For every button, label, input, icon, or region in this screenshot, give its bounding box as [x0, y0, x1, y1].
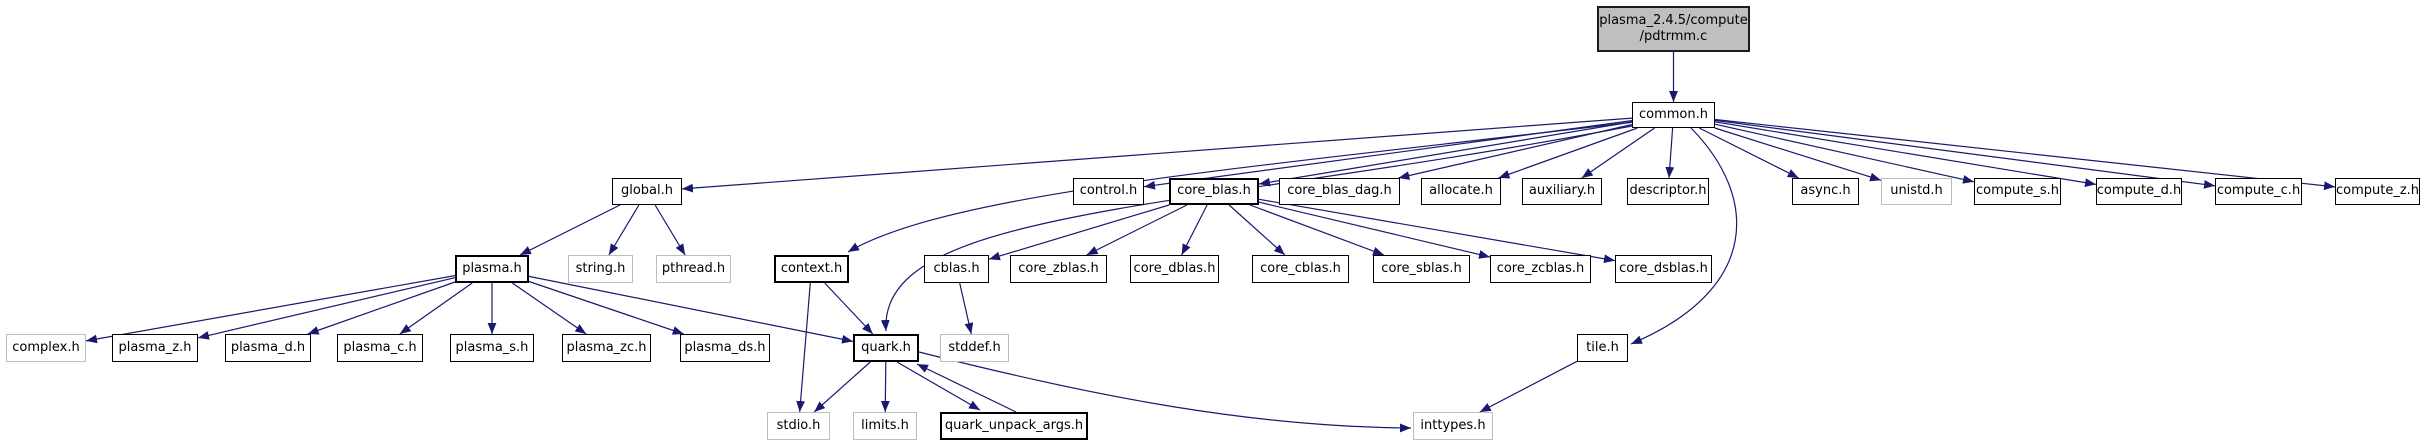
edge-quark-h-to-inttypes-h: [918, 351, 1412, 433]
edge-common-h-to-global-h: [681, 117, 1633, 193]
edge-common-h-to-unistd-h: [1714, 127, 1882, 182]
node-core-zcblas-h[interactable]: core_zcblas.h: [1490, 255, 1591, 283]
edge-context-h-to-stdio-h: [796, 282, 811, 413]
edge-plasma-h-to-complex-h: [85, 275, 456, 344]
node-core-cblas-h[interactable]: core_cblas.h: [1252, 255, 1349, 283]
node-allocate-h[interactable]: allocate.h: [1421, 178, 1501, 205]
edge-common-h-to-tile-h: [1630, 127, 1738, 345]
edge-quark-unpack-args-h-to-quark-h: [916, 363, 1017, 413]
edge-common-h-to-auxiliary-h: [1581, 127, 1655, 179]
node-core-sblas-h[interactable]: core_sblas.h: [1373, 255, 1470, 283]
node-quark-unpack-args-h[interactable]: quark_unpack_args.h: [940, 412, 1088, 440]
node-plasma-c-h[interactable]: plasma_c.h: [337, 334, 423, 362]
node-inttypes-h: inttypes.h: [1413, 412, 1493, 440]
node-async-h[interactable]: async.h: [1792, 178, 1859, 205]
node-auxiliary-h[interactable]: auxiliary.h: [1522, 178, 1602, 205]
edge-plasma-h-to-plasma-z-h: [197, 277, 456, 340]
edge-core-blas-h-to-core-zblas-h: [1086, 204, 1188, 256]
edge-core-blas-h-to-core-zcblas-h: [1258, 201, 1491, 259]
edge-plasma-h-to-plasma-c-h: [399, 282, 473, 335]
node-unistd-h: unistd.h: [1881, 178, 1952, 205]
edge-cblas-h-to-stddef-h: [959, 282, 974, 335]
node-complex-h: complex.h: [6, 334, 86, 362]
node-descriptor-h[interactable]: descriptor.h: [1627, 178, 1709, 205]
node-common-h[interactable]: common.h: [1632, 102, 1715, 128]
edge-core-blas-h-to-core-cblas-h: [1228, 204, 1286, 256]
node-compute-d-h[interactable]: compute_d.h: [2096, 178, 2182, 205]
node-plasma-zc-h[interactable]: plasma_zc.h: [562, 334, 651, 362]
node-compute-z-h[interactable]: compute_z.h: [2335, 178, 2420, 205]
edge-common-h-to-async-h: [1699, 127, 1799, 179]
edges: [85, 52, 2336, 433]
edge-core-blas-h-to-core-dsblas-h: [1258, 198, 1616, 264]
edge-common-h-to-compute-s-h: [1714, 123, 1975, 184]
node-pthread-h: pthread.h: [656, 255, 731, 283]
node-plasma-s-h[interactable]: plasma_s.h: [450, 334, 534, 362]
edge-quark-h-to-limits-h: [880, 361, 890, 413]
edge-tile-h-to-inttypes-h: [1479, 360, 1578, 413]
node-quark-h[interactable]: quark.h: [853, 334, 919, 362]
edge-core-blas-h-to-core-dblas-h: [1181, 204, 1208, 256]
node-control-h[interactable]: control.h: [1073, 178, 1144, 205]
node-global-h[interactable]: global.h: [612, 178, 682, 205]
node-core-zblas-h[interactable]: core_zblas.h: [1010, 255, 1107, 283]
node-limits-h: limits.h: [853, 412, 917, 440]
node-core-blas-dag-h[interactable]: core_blas_dag.h: [1279, 178, 1400, 205]
node-core-dsblas-h[interactable]: core_dsblas.h: [1615, 255, 1712, 283]
edge-global-h-to-pthread-h: [654, 204, 686, 256]
edge-common-h-to-compute-c-h: [1714, 119, 2216, 189]
edge-global-h-to-string-h: [608, 204, 640, 256]
edge-global-h-to-plasma-h: [519, 204, 621, 256]
node-core-dblas-h[interactable]: core_dblas.h: [1130, 255, 1219, 283]
node-stdio-h: stdio.h: [767, 412, 830, 440]
edge-quark-h-to-stdio-h: [813, 361, 871, 413]
edge-quark-h-to-quark-unpack-args-h: [896, 361, 981, 411]
edge-context-h-to-quark-h: [824, 282, 874, 335]
edge-common-h-to-allocate-h: [1498, 127, 1638, 179]
node-compute-s-h[interactable]: compute_s.h: [1974, 178, 2061, 205]
edge-common-h-to-core-blas-h: [1258, 121, 1633, 187]
node-cblas-h[interactable]: cblas.h: [924, 255, 989, 283]
edge-common-h-to-quark-h: [880, 125, 1633, 332]
edge-plasma-h-to-plasma-d-h: [307, 281, 456, 335]
node-string-h: string.h: [568, 255, 633, 283]
edge-common-h-to-compute-d-h: [1714, 121, 2097, 187]
node-context-h[interactable]: context.h: [774, 255, 849, 283]
edge-common-h-to-compute-z-h: [1714, 118, 2336, 191]
edge-common-h-to-descriptor-h: [1665, 127, 1675, 179]
edge-plasma-h-to-plasma-zc-h: [511, 282, 587, 335]
node-stddef-h: stddef.h: [940, 334, 1009, 362]
edge-core-blas-h-to-core-sblas-h: [1249, 204, 1385, 256]
edge-plasma-h-to-plasma-ds-h: [528, 280, 684, 335]
edge-core-blas-h-to-cblas-h: [988, 204, 1170, 261]
node-pdtrmm-c: plasma_2.4.5/compute /pdtrmm.c: [1597, 6, 1750, 52]
node-plasma-z-h[interactable]: plasma_z.h: [112, 334, 198, 362]
node-tile-h[interactable]: tile.h: [1577, 334, 1628, 362]
edge-plasma-h-to-quark-h: [528, 275, 854, 344]
node-plasma-ds-h[interactable]: plasma_ds.h: [680, 334, 770, 362]
node-plasma-d-h[interactable]: plasma_d.h: [225, 334, 311, 362]
node-compute-c-h[interactable]: compute_c.h: [2215, 178, 2302, 205]
node-core-blas-h[interactable]: core_blas.h: [1169, 178, 1259, 205]
node-plasma-h[interactable]: plasma.h: [455, 255, 529, 283]
